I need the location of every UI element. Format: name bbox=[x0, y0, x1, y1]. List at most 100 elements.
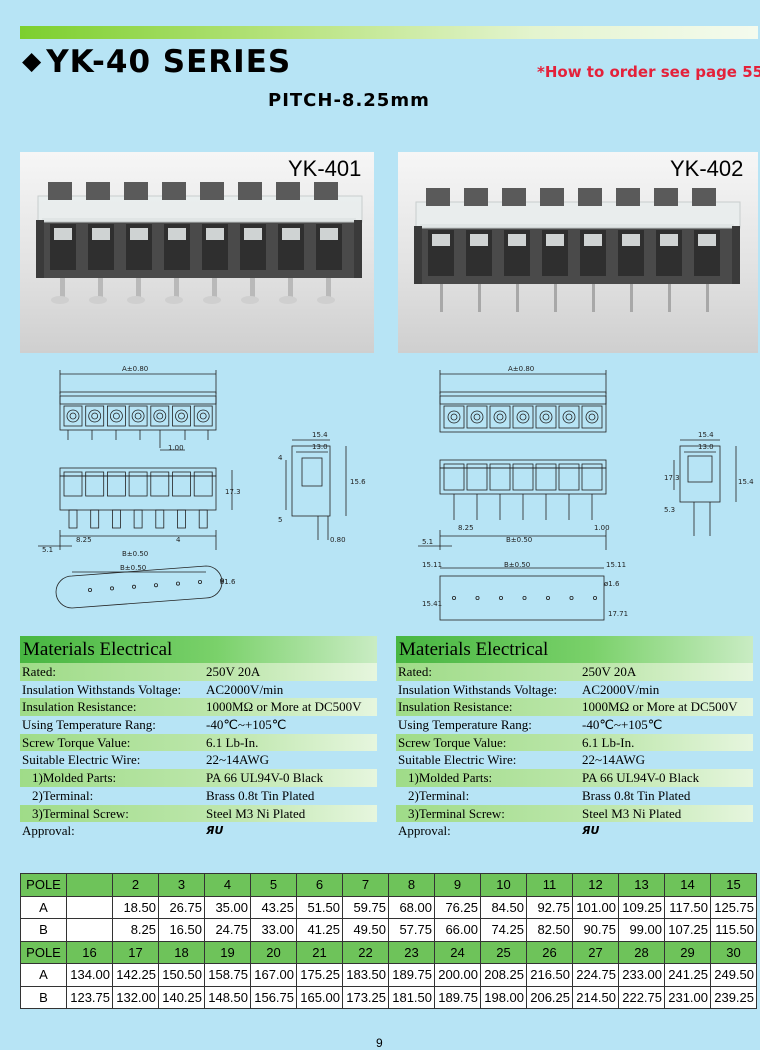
dimension-cell: 224.75 bbox=[572, 963, 619, 987]
dim-2: 15.4 bbox=[312, 431, 328, 439]
materials-row-value: AC2000V/min bbox=[206, 681, 284, 697]
dimension-cell: 239.25 bbox=[710, 985, 757, 1009]
materials-row-label: Insulation Withstands Voltage: bbox=[22, 681, 182, 697]
materials-row-value: 22~14AWG bbox=[582, 752, 646, 768]
materials-row-label: Suitable Electric Wire: bbox=[398, 752, 517, 768]
pole-count-cell: 30 bbox=[710, 940, 757, 964]
materials-row: Suitable Electric Wire: 22~14AWG bbox=[396, 751, 753, 769]
pole-count-cell: 25 bbox=[480, 940, 527, 964]
dimension-cell: 74.25 bbox=[480, 918, 527, 942]
dimension-cell: 200.00 bbox=[434, 963, 481, 987]
product-photo-yk401: YK-401 bbox=[20, 152, 374, 353]
dim-6: 4 bbox=[278, 454, 283, 462]
dim-yk402-7: 1.00 bbox=[594, 524, 610, 532]
materials-row-label: Rated: bbox=[22, 664, 56, 679]
materials-row: Insulation Resistance:1000MΩ or More at … bbox=[20, 698, 377, 717]
materials-row-value: 250V 20A bbox=[206, 664, 261, 679]
dimension-cell bbox=[66, 918, 113, 942]
materials-row-value: 6.1 Lb-In. bbox=[582, 734, 635, 750]
dimension-cell: 16.50 bbox=[158, 918, 205, 942]
materials-row-label: 2)Terminal: bbox=[408, 787, 470, 803]
dimension-cell: 142.25 bbox=[112, 963, 159, 987]
dimension-cell: 41.25 bbox=[296, 918, 343, 942]
materials-row-value: 250V 20A bbox=[582, 664, 637, 679]
ul-approval-icon: ЯU bbox=[582, 824, 600, 838]
row-label: B bbox=[20, 985, 67, 1009]
materials-row-label: 3)Terminal Screw: bbox=[408, 805, 505, 821]
dim-10: 4 bbox=[176, 536, 181, 544]
dim-yk402-13: 17.71 bbox=[608, 610, 628, 618]
dim-b-yk401: B±0.50 bbox=[122, 550, 148, 558]
dim-9: 8.25 bbox=[76, 536, 92, 544]
pole-count-cell: 24 bbox=[434, 940, 481, 964]
pole-count-cell: 26 bbox=[526, 940, 573, 964]
dimension-cell: 208.25 bbox=[480, 963, 527, 987]
dimension-cell: 76.25 bbox=[434, 895, 481, 919]
materials-row-label: Screw Torque Value: bbox=[398, 734, 507, 750]
product-label-yk402: YK-402 bbox=[670, 156, 744, 181]
ul-approval-icon: ЯU bbox=[206, 824, 224, 838]
dimension-cell: 26.75 bbox=[158, 895, 205, 919]
dimension-cell: 189.75 bbox=[388, 963, 435, 987]
diamond-bullet-icon: ◆ bbox=[22, 46, 43, 75]
dimension-cell bbox=[66, 895, 113, 919]
dimension-cell: 57.75 bbox=[388, 918, 435, 942]
materials-row: 3)Terminal Screw: Steel M3 Ni Plated bbox=[396, 804, 753, 823]
dimension-cell: 125.75 bbox=[710, 895, 757, 919]
materials-row-label: Insulation Resistance: bbox=[22, 699, 137, 715]
materials-row: Rated:250V 20A bbox=[396, 663, 753, 681]
dim-yk402-11: ø1.6 bbox=[604, 580, 620, 588]
dimension-cell: 214.50 bbox=[572, 985, 619, 1009]
dimension-cell: 181.50 bbox=[388, 985, 435, 1009]
dimension-cell: 92.75 bbox=[526, 895, 573, 919]
dimension-cell: 167.00 bbox=[250, 963, 297, 987]
series-title-text: YK-40 SERIES bbox=[46, 44, 292, 80]
dim-yk402-6: 8.25 bbox=[458, 524, 474, 532]
materials-row-label: 1)Molded Parts: bbox=[408, 770, 493, 786]
pole-count-cell: 4 bbox=[204, 873, 251, 897]
materials-row-value: Brass 0.8t Tin Plated bbox=[206, 787, 315, 803]
materials-row-label: 1)Molded Parts: bbox=[32, 770, 117, 786]
materials-heading: Materials Electrical bbox=[20, 636, 377, 663]
pole-count-cell: 19 bbox=[204, 940, 251, 964]
dim-a-yk401: A±0.80 bbox=[122, 365, 148, 373]
pole-count-cell: 23 bbox=[388, 940, 435, 964]
materials-row-value: 22~14AWG bbox=[206, 752, 270, 768]
pole-count-cell: 15 bbox=[710, 873, 757, 897]
row-label: POLE bbox=[20, 940, 67, 964]
dim-b2-yk401: B±0.50 bbox=[120, 564, 146, 572]
order-note: *How to order see page 55 bbox=[537, 63, 760, 81]
materials-row-value: 1000MΩ or More at DC500V bbox=[582, 699, 738, 715]
materials-row-value: Steel M3 Ni Plated bbox=[582, 805, 682, 821]
materials-row-value: PA 66 UL94V-0 Black bbox=[206, 770, 324, 786]
yk402-illustration bbox=[414, 188, 741, 312]
pole-count-cell: 8 bbox=[388, 873, 435, 897]
materials-row-label: Approval: bbox=[22, 823, 75, 839]
pole-count-cell: 6 bbox=[296, 873, 343, 897]
dimension-cell: 173.25 bbox=[342, 985, 389, 1009]
dimension-cell: 117.50 bbox=[664, 895, 711, 919]
dimension-cell: 82.50 bbox=[526, 918, 573, 942]
materials-row: Rated: 250V 20A bbox=[20, 663, 377, 681]
dim-4: 17.3 bbox=[225, 488, 241, 496]
pole-count-cell: 10 bbox=[480, 873, 527, 897]
dimension-cell: 43.25 bbox=[250, 895, 297, 919]
materials-panel-left: Materials Electrical Rated: 250V 20A Insul… bbox=[20, 636, 377, 840]
dim-yk402-12: 15.41 bbox=[422, 600, 442, 608]
materials-row-value: PA 66 UL94V-0 Black bbox=[582, 770, 700, 786]
dim-1: 1.00 bbox=[168, 444, 184, 452]
product-label-yk401: YK-401 bbox=[288, 156, 362, 181]
dimension-cell: 33.00 bbox=[250, 918, 297, 942]
pole-count-cell: 7 bbox=[342, 873, 389, 897]
pole-count-cell: 18 bbox=[158, 940, 205, 964]
dimension-cell: 132.00 bbox=[112, 985, 159, 1009]
materials-row-label: 2)Terminal: bbox=[32, 787, 94, 803]
dim-yk402-8: 5.1 bbox=[422, 538, 433, 546]
materials-row: Suitable Electric Wire:22~14AWG bbox=[20, 751, 377, 769]
dim-7: 5 bbox=[278, 516, 282, 524]
